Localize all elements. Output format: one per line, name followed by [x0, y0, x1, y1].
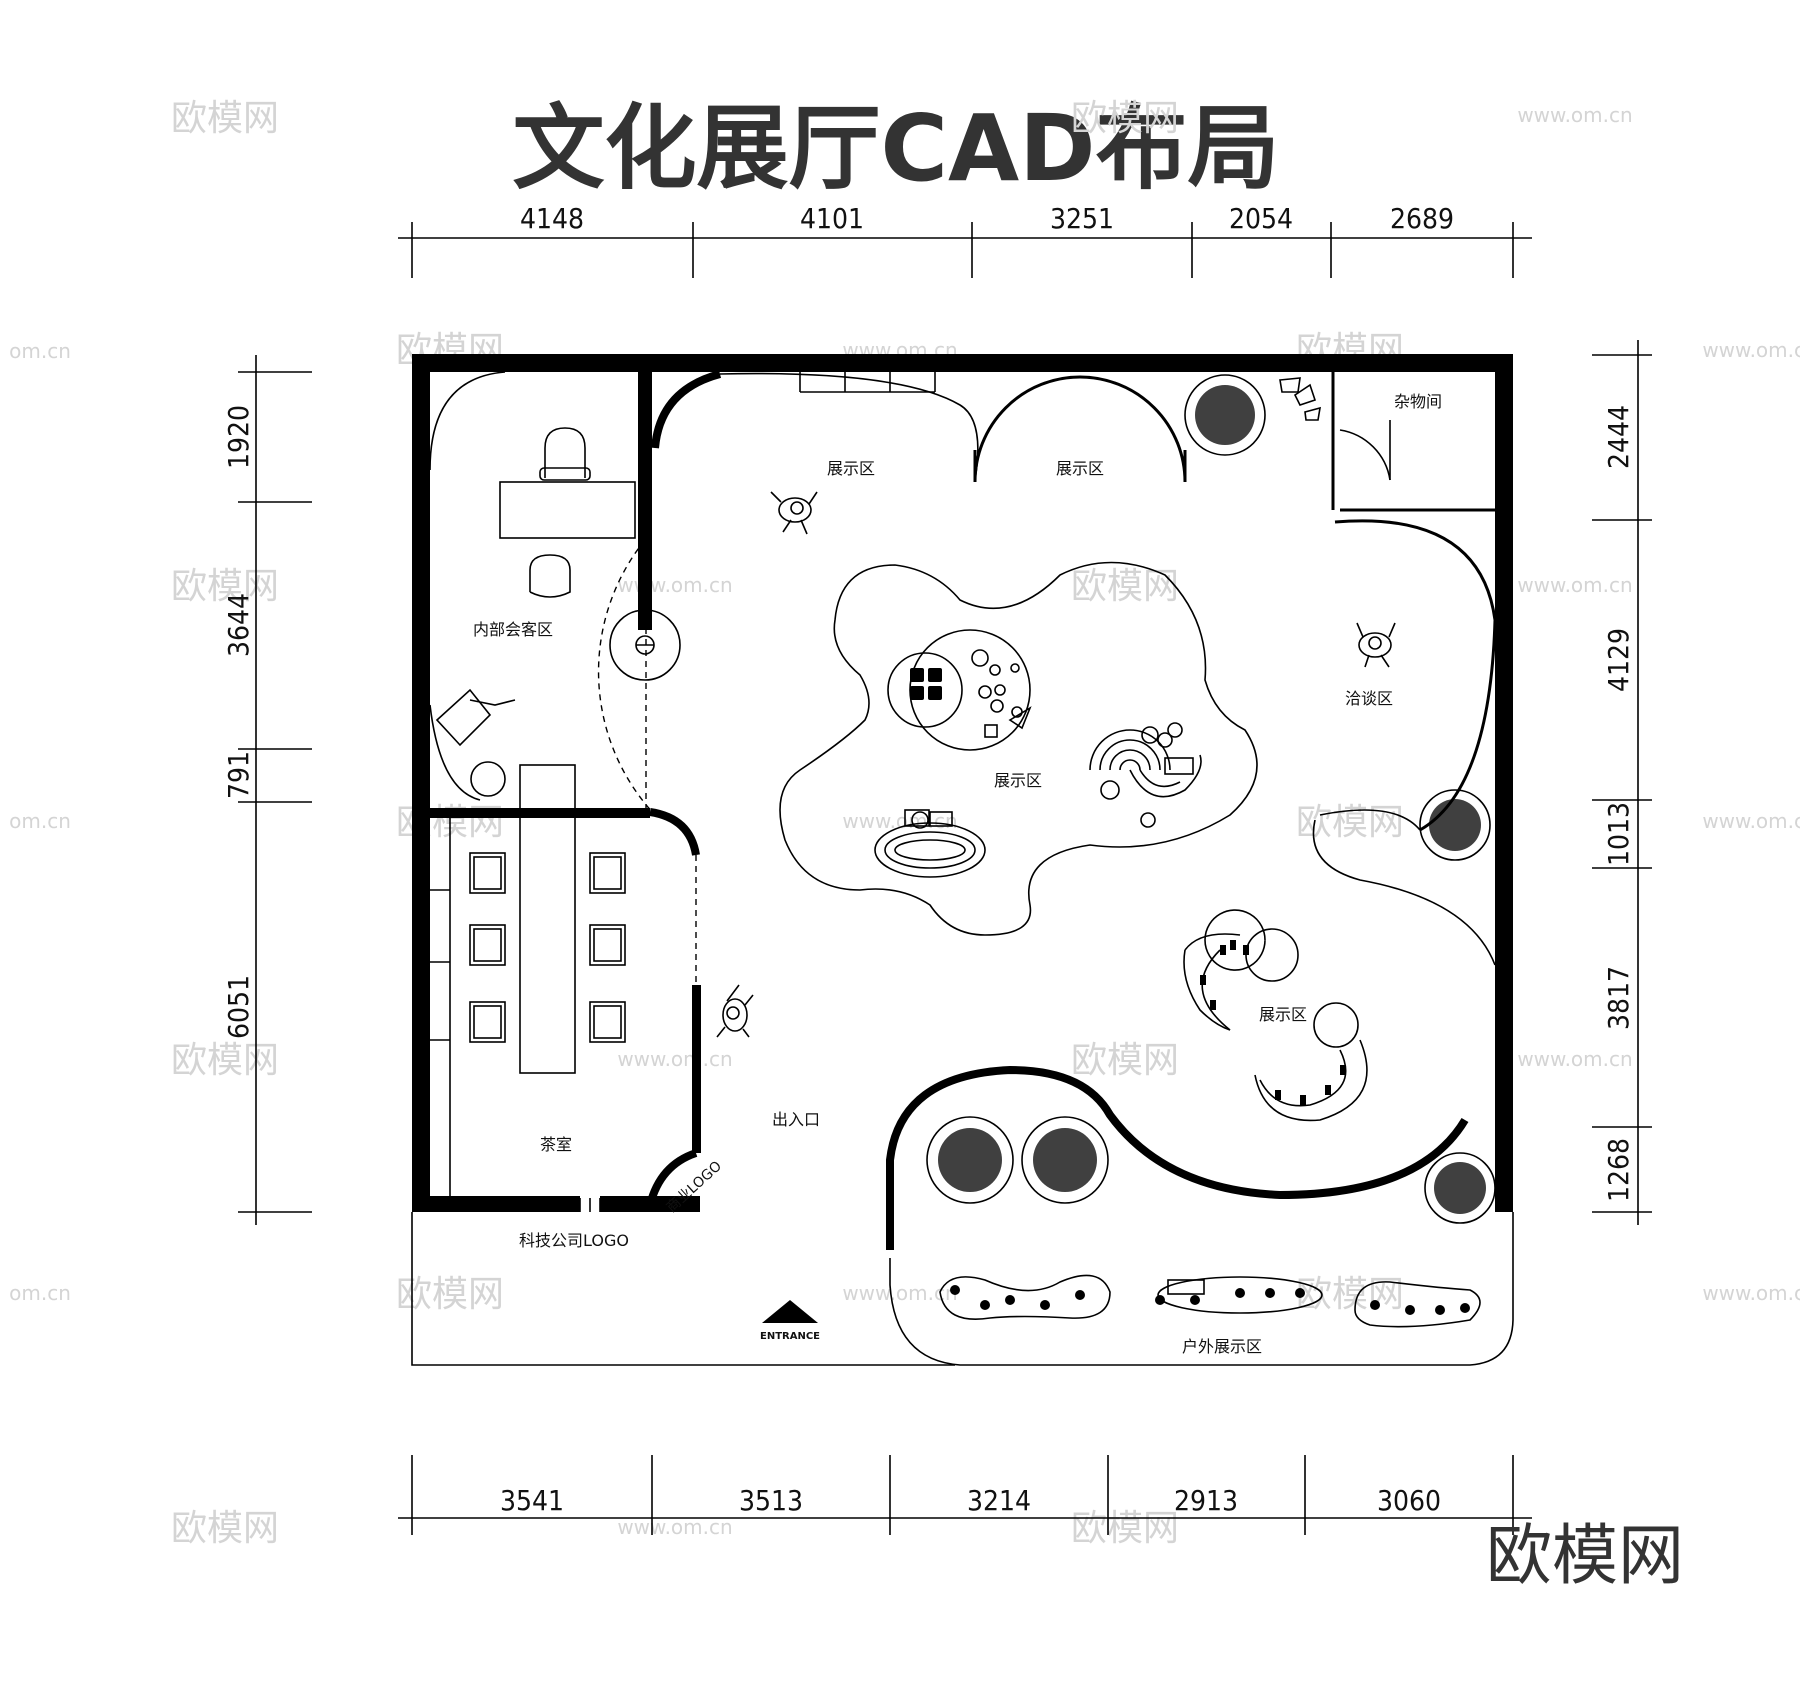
watermark-url: www.om.cn — [1517, 103, 1632, 127]
watermark-brand: 欧模网 — [1071, 1040, 1179, 1081]
dimension-label: 4129 — [1602, 628, 1635, 692]
dimension-label: 791 — [222, 751, 255, 799]
watermark-brand: 欧模网 — [1071, 98, 1179, 139]
watermark-short-url: om.cn — [9, 339, 71, 363]
watermark-brand: 欧模网 — [1071, 1508, 1179, 1549]
watermark-brand: 欧模网 — [1296, 802, 1404, 843]
watermark-url: www.om.cn — [1702, 1281, 1800, 1305]
room-label-negotiation: 洽谈区 — [1345, 689, 1393, 708]
watermark-url: www.om.cn — [1702, 338, 1800, 362]
tea-room-furniture — [430, 764, 626, 1074]
room-label-entrance: ENTRANCE — [760, 1331, 820, 1342]
room-label-display: 展示区 — [994, 771, 1042, 790]
watermark-url: www.om.cn — [842, 1281, 957, 1305]
dimension-label: 2913 — [1174, 1484, 1238, 1517]
reception-furniture — [435, 427, 636, 797]
dimension-label: 3060 — [1377, 1484, 1441, 1517]
room-label-display: 展示区 — [827, 459, 875, 478]
dimension-label: 3251 — [1050, 202, 1114, 235]
watermark-url: www.om.cn — [1517, 1047, 1632, 1071]
watermark-brand: 欧模网 — [171, 98, 279, 139]
dimension-label: 3644 — [222, 593, 255, 657]
dimension-label: 1013 — [1602, 802, 1635, 866]
person-figures — [716, 491, 1396, 1038]
room-label-tea-room: 茶室 — [540, 1135, 572, 1154]
dimension-label: 3214 — [967, 1484, 1031, 1517]
dimension-label: 1268 — [1602, 1138, 1635, 1202]
watermark-brand: 欧模网 — [171, 566, 279, 607]
room-label-display: 展示区 — [1259, 1005, 1307, 1024]
watermark-url: www.om.cn — [1517, 573, 1632, 597]
watermark-url: www.om.cn — [617, 1047, 732, 1071]
room-label-company-logo: 科技公司LOGO — [519, 1231, 629, 1250]
dimension-label: 3513 — [739, 1484, 803, 1517]
brand-logo: 欧模网 — [1486, 1517, 1684, 1594]
room-label-reception: 内部会客区 — [473, 620, 553, 639]
watermark-brand: 欧模网 — [171, 1508, 279, 1549]
dimension-label: 2054 — [1229, 202, 1293, 235]
watermark-url: www.om.cn — [1702, 809, 1800, 833]
central-display-island — [779, 561, 1258, 936]
tree-symbols — [926, 374, 1496, 1224]
outdoor-displays — [939, 1274, 1481, 1328]
room-label-outdoor-display: 户外展示区 — [1182, 1337, 1262, 1356]
watermark-url: www.om.cn — [842, 809, 957, 833]
exterior-walls — [412, 354, 1513, 1212]
room-label-display: 展示区 — [1056, 459, 1104, 478]
dimension-label: 2444 — [1602, 405, 1635, 469]
watermark-short-url: om.cn — [9, 809, 71, 833]
watermark-short-url: om.cn — [9, 1281, 71, 1305]
watermark-url: www.om.cn — [617, 573, 732, 597]
dimension-label: 2689 — [1390, 202, 1454, 235]
interior-walls — [411, 370, 1514, 1366]
watermark-brand: 欧模网 — [1071, 566, 1179, 607]
room-label-storage: 杂物间 — [1394, 392, 1442, 411]
right-display — [1183, 909, 1368, 1122]
dimension-right: 2444 4129 1013 3817 1268 — [1592, 340, 1652, 1225]
dimension-label: 4148 — [520, 202, 584, 235]
room-label-entrance-exit: 出入口 — [772, 1110, 820, 1129]
dimension-bottom: 3541 3513 3214 2913 3060 — [398, 1455, 1532, 1535]
dimension-label: 4101 — [800, 202, 864, 235]
dimension-label: 3817 — [1602, 966, 1635, 1030]
watermark-brand: 欧模网 — [396, 1274, 504, 1315]
dimension-label: 3541 — [500, 1484, 564, 1517]
entrance-arrow-icon — [762, 1300, 818, 1323]
plan-title: 文化展厅CAD布局 — [512, 95, 1279, 202]
dimension-top: 4148 4101 3251 2054 2689 — [398, 202, 1532, 278]
dimension-left: 1920 3644 791 6051 — [222, 355, 312, 1225]
watermark-url: www.om.cn — [617, 1515, 732, 1539]
dimension-label: 6051 — [222, 975, 255, 1039]
watermark-brand: 欧模网 — [1296, 1274, 1404, 1315]
watermark-brand: 欧模网 — [171, 1040, 279, 1081]
dimension-label: 1920 — [222, 405, 255, 469]
